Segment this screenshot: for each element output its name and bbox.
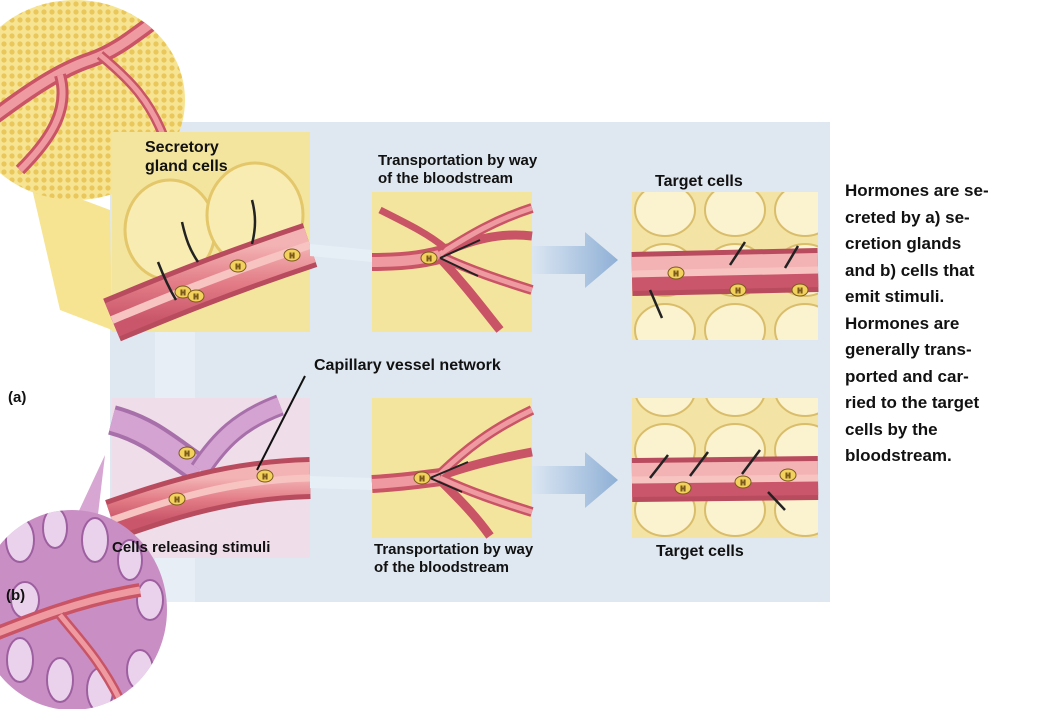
hormone-label: H xyxy=(797,288,802,295)
hormone-label: H xyxy=(235,264,240,271)
label-capillary-network: Capillary vessel network xyxy=(314,356,501,375)
caption-line: cells by the xyxy=(845,417,1035,444)
caption-line: cretion glands xyxy=(845,231,1035,258)
hormone-label: H xyxy=(673,271,678,278)
tile-transport-top xyxy=(372,192,532,332)
hormone-label: H xyxy=(785,473,790,480)
tile-target-bottom xyxy=(632,398,818,538)
caption-line: ried to the target xyxy=(845,390,1035,417)
connector-bottom xyxy=(310,476,372,490)
label-transport-bottom-line2: of the bloodstream xyxy=(374,559,533,577)
caption-line: creted by a) se- xyxy=(845,205,1035,232)
label-cells-releasing: Cells releasing stimuli xyxy=(112,538,270,557)
hormone-label: H xyxy=(289,253,294,260)
label-secretory-gland-cells: Secretory gland cells xyxy=(145,138,228,176)
caption-line: ported and car- xyxy=(845,364,1035,391)
caption-line: generally trans- xyxy=(845,337,1035,364)
caption-line: Hormones are se- xyxy=(845,178,1035,205)
label-transport-top-line1: Transportation by way xyxy=(378,152,537,170)
label-target-bottom: Target cells xyxy=(656,542,744,561)
tile-cells-releasing xyxy=(112,398,310,558)
hormone-label: H xyxy=(426,256,431,263)
tile-target-top xyxy=(632,192,818,340)
caption-line: emit stimuli. xyxy=(845,284,1035,311)
label-target-top: Target cells xyxy=(655,172,743,191)
label-secretory-line1: Secretory xyxy=(145,138,228,157)
hormone-label: H xyxy=(419,476,424,483)
hormone-label: H xyxy=(735,288,740,295)
label-part-b: (b) xyxy=(6,586,25,605)
hormone-label: H xyxy=(193,294,198,301)
label-transport-top: Transportation by way of the bloodstream xyxy=(378,152,537,188)
caption-text: Hormones are se- creted by a) se- cretio… xyxy=(845,178,1035,470)
caption-line: Hormones are xyxy=(845,311,1035,338)
hormone-label: H xyxy=(174,497,179,504)
hormone-label: H xyxy=(680,486,685,493)
label-part-a: (a) xyxy=(8,388,26,407)
caption-line: bloodstream. xyxy=(845,443,1035,470)
label-transport-top-line2: of the bloodstream xyxy=(378,170,537,188)
label-transport-bottom-line1: Transportation by way xyxy=(374,541,533,559)
label-secretory-line2: gland cells xyxy=(145,157,228,176)
label-transport-bottom: Transportation by way of the bloodstream xyxy=(374,541,533,577)
hormone-label: H xyxy=(740,480,745,487)
hormone-label: H xyxy=(262,474,267,481)
caption-line: and b) cells that xyxy=(845,258,1035,285)
hormone-label: H xyxy=(184,451,189,458)
tile-transport-bottom xyxy=(372,398,532,538)
hormone-label: H xyxy=(180,290,185,297)
